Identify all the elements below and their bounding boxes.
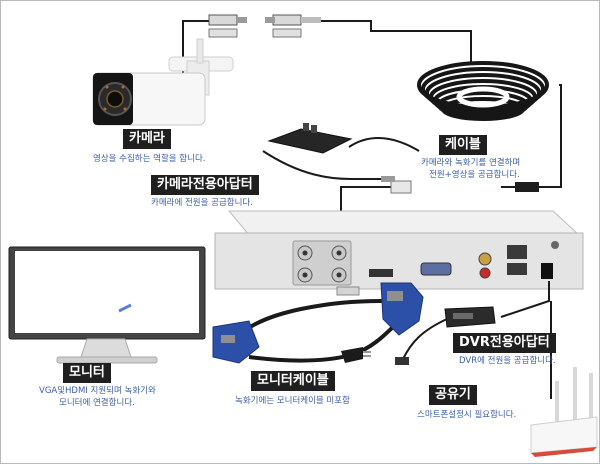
router-icon bbox=[530, 301, 598, 457]
dvr-adapter-icon bbox=[395, 281, 550, 365]
monitor-label: 모니터 bbox=[63, 363, 111, 383]
camera-adapter-description: 카메라에 전원을 공급합니다. bbox=[151, 197, 253, 209]
router-description: 스마트폰설정시 필요합니다. bbox=[417, 409, 516, 421]
camera-to-cable-wire bbox=[182, 20, 472, 73]
monitor-description-line-1: VGA및HDMI 지원되며 녹화기와 bbox=[39, 386, 156, 396]
cable-label: 케이블 bbox=[439, 135, 487, 155]
monitor-icon bbox=[8, 246, 206, 364]
bnc-connector-pair-icon bbox=[208, 14, 321, 38]
dvr-adapter-description-line: DVR에 전원을 공급합니다. bbox=[459, 356, 556, 366]
cable-description-line-1: 카메라와 녹화기를 연결하며 bbox=[421, 158, 521, 168]
camera-adapter-label: 카메라전용아답터 bbox=[151, 175, 259, 195]
dvr-recorder-icon bbox=[214, 210, 584, 290]
monitor-description-line-2: 모니터에 연결합니다. bbox=[59, 398, 135, 408]
dvr-adapter-label: DVR전용아답터 bbox=[453, 333, 556, 353]
cctv-camera-icon bbox=[92, 38, 234, 126]
vga-cable-icon bbox=[212, 282, 424, 364]
router-label: 공유기 bbox=[429, 385, 477, 405]
monitor-cable-label: 모니터케이블 bbox=[251, 371, 335, 391]
monitor-cable-description: 녹화기에는 모니터케이블 미포함 bbox=[235, 395, 350, 407]
dvr-adapter-description: DVR에 전원을 공급합니다. bbox=[459, 355, 556, 367]
cable-coil-icon bbox=[417, 61, 549, 121]
monitor-description: VGA및HDMI 지원되며 녹화기와 모니터에 연결합니다. bbox=[39, 385, 156, 409]
monitor-cable-description-line: 녹화기에는 모니터케이블 미포함 bbox=[235, 396, 350, 406]
cable-description-line-2: 전원+영상을 공급합니다. bbox=[429, 170, 520, 180]
router-description-line: 스마트폰설정시 필요합니다. bbox=[417, 410, 517, 420]
camera-adapter-description-line: 카메라에 전원을 공급합니다. bbox=[151, 198, 253, 208]
camera-description-line: 영상을 수집하는 역할을 합니다. bbox=[93, 154, 206, 164]
power-adapter-icon bbox=[262, 123, 420, 182]
camera-description: 영상을 수집하는 역할을 합니다. bbox=[93, 153, 205, 165]
camera-label: 카메라 bbox=[123, 129, 171, 149]
cable-description: 카메라와 녹화기를 연결하며 전원+영상을 공급합니다. bbox=[421, 157, 520, 181]
